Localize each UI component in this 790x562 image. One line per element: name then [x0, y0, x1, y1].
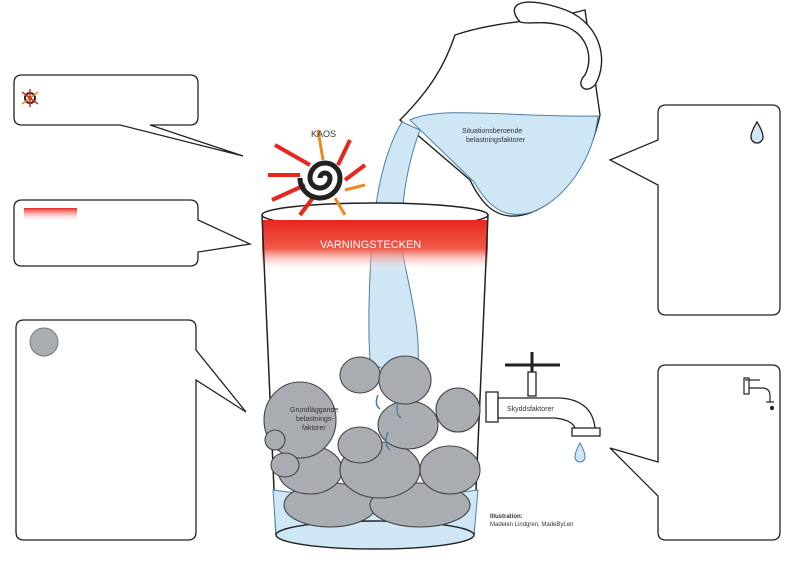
faucet-water-drop [575, 443, 585, 462]
stone-icon [30, 328, 58, 356]
chaos-spiral [268, 130, 365, 215]
label-warning-signs: VARNINGSTECKEN [320, 239, 421, 251]
label-chaos: KAOS [311, 129, 336, 139]
label-protective: Skyddsfaktorer [507, 406, 554, 413]
credit-title: Illustration: [490, 514, 523, 520]
label-fundamental-3: faktorer [302, 425, 326, 432]
container-faucet [486, 352, 600, 436]
stones [264, 356, 480, 527]
credit-name: Madelen Lindgren, MadeByLen [490, 522, 573, 528]
label-fundamental-2: belastnings- [296, 416, 334, 423]
callout-box-protective [610, 365, 780, 540]
label-situational-2: belastningsfaktorer [466, 137, 526, 144]
jug [400, 2, 602, 216]
callout-box-chaos [14, 75, 243, 156]
label-fundamental-1: Grundläggande [290, 407, 338, 414]
warning-band-icon [24, 208, 77, 222]
label-situational-1: Situationsberoende [462, 128, 522, 135]
